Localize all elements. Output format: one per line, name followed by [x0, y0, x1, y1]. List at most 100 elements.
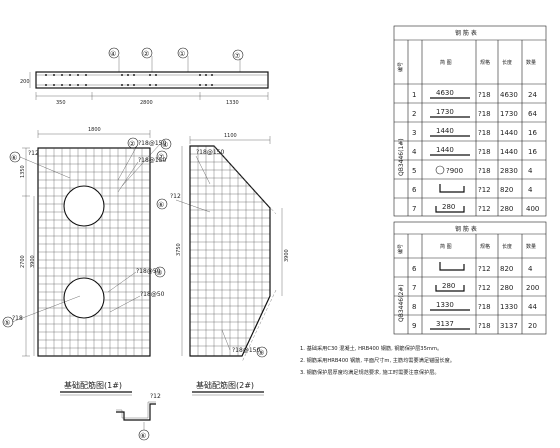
table-cell: ?900 [446, 167, 463, 175]
table-cell: ?18 [478, 91, 491, 99]
rebar-detail: ?12 ⑥ [116, 393, 161, 441]
table2-header-no: 编号 [397, 244, 404, 254]
table-cell: ?18 [478, 322, 491, 330]
dim-350: 350 [56, 100, 66, 106]
table-cell: 280 [442, 282, 455, 290]
plan-2: 1100 3750 [156, 133, 290, 396]
table-cell: 64 [528, 110, 537, 118]
table-cell: 6 [412, 186, 417, 194]
slab-section [35, 71, 269, 89]
plan1-callout-3: ③ [156, 269, 162, 277]
table-cell: 820 [500, 186, 513, 194]
callout-7: ⑦ [234, 52, 240, 60]
table-cell: 5 [412, 167, 416, 175]
dim-thickness: 200 [20, 79, 30, 85]
table-cell: ?18 [478, 167, 491, 175]
plan1-label-18-50-b: ?18@50 [140, 291, 165, 298]
plan2-label-18-150-top: ?18@150 [196, 149, 224, 156]
table-cell: 400 [526, 205, 539, 213]
plan2-label-12: ?12 [170, 193, 181, 200]
note-1: 1. 基础采用C30 混凝土, HRB400 钢筋, 钢筋保护层35mm。 [300, 344, 442, 352]
table-cell: 820 [500, 265, 513, 273]
callout-circle [108, 47, 120, 59]
table1-header-shape: 简 图 [440, 59, 452, 66]
table-cell: 1440 [436, 127, 454, 135]
plan2-callout-6: ⑥ [158, 201, 164, 209]
table2-header-qty: 数量 [526, 243, 536, 250]
table1-header-no: 编号 [397, 62, 404, 72]
detail-callout-6: ⑥ [140, 432, 146, 440]
table-cell: 280 [442, 203, 455, 211]
dim-2800: 2800 [140, 100, 153, 106]
opening-upper [63, 185, 105, 227]
table-cell: 24 [528, 91, 537, 99]
table-cell: 280 [500, 205, 513, 213]
rebar-dots [45, 74, 213, 86]
table-cell: 1330 [500, 303, 518, 311]
plan1-dim-left-1: 1350 [20, 165, 26, 178]
top-section: ④ ② ① ⑦ 200 [20, 47, 269, 106]
plan2-title: 基础配筋图(2#) [196, 380, 254, 390]
table-cell: ?12 [478, 186, 491, 194]
plan1-callout-2: ② [129, 140, 135, 148]
table-cell: ?18 [478, 110, 491, 118]
rebar-table-1: 钢 筋 表 编号 简 图 规格 长度 数量 QB3446(1#) 1 4630 … [393, 25, 547, 217]
plan2-callout-9: ⑨ [258, 349, 264, 357]
plan2-dim-left: 3750 [176, 243, 182, 256]
plan1-callout-6: ⑥ [11, 154, 17, 162]
table1-header-len: 长度 [502, 59, 512, 66]
table-cell: 1 [412, 91, 416, 99]
plan1-grid [38, 148, 150, 356]
table-cell: ?18 [478, 148, 491, 156]
table2-header-shape: 简 图 [440, 243, 452, 250]
table1-header-qty: 数量 [526, 59, 536, 66]
rebar-table-2: 钢 筋 表 编号 简 图 规格 长度 数量 QB3446(2#) 6 ?12 8… [393, 221, 547, 335]
table-cell: 4 [528, 186, 533, 194]
table1-header-spec: 规格 [480, 59, 490, 66]
plan1-callout-4: ④ [162, 141, 168, 149]
plan1-dim-left-3: 3900 [30, 255, 36, 268]
callout-2: ② [143, 50, 149, 58]
table-cell: 16 [528, 129, 537, 137]
table-cell: 1440 [500, 148, 518, 156]
table-cell: 1440 [500, 129, 518, 137]
table-cell: 7 [412, 205, 416, 213]
table-cell: 1330 [436, 301, 454, 309]
table-cell: 4 [528, 265, 533, 273]
table-cell: ?18 [478, 303, 491, 311]
plan1-label-12: ?12 [28, 150, 39, 157]
table2-header-len: 长度 [502, 243, 512, 250]
plan-1: 1800 1350 2700 3900 [2, 127, 172, 396]
table-cell: 20 [528, 322, 537, 330]
table-cell: 280 [500, 284, 513, 292]
plan1-label-18: ?18 [12, 315, 23, 322]
table-cell: 2 [412, 110, 416, 118]
plan2-label-18-150-bottom: ?18@150 [232, 347, 260, 354]
table-cell: 9 [412, 322, 416, 330]
table-cell: 3 [412, 129, 416, 137]
table2-header-spec: 规格 [480, 243, 490, 250]
plan1-callout-7: ⑦ [158, 153, 164, 161]
table2-group-label: QB3446(2#) [398, 284, 405, 322]
table-cell: 7 [412, 284, 416, 292]
table-cell: 6 [412, 265, 417, 273]
table-cell: 4 [412, 148, 417, 156]
table-cell: 4 [528, 167, 533, 175]
plan1-label-18-150-b: ?18@150 [138, 157, 166, 164]
table-cell: 2830 [500, 167, 518, 175]
table-cell: 8 [412, 303, 416, 311]
note-3: 3. 钢筋保护层厚度均满足规范要求, 施工时需要注意保护层。 [300, 368, 440, 376]
table-cell: ?18 [478, 129, 491, 137]
plan2-dim-top: 1100 [224, 133, 237, 139]
dim-1330: 1330 [226, 100, 239, 106]
table-cell: 1730 [500, 110, 518, 118]
plan1-callout-5: ⑤ [4, 319, 10, 327]
table-cell: 3137 [500, 322, 518, 330]
table-cell: 44 [528, 303, 537, 311]
table-cell: ?12 [478, 284, 491, 292]
table-cell: 4630 [436, 89, 454, 97]
table-cell: 200 [526, 284, 539, 292]
table-cell: 3137 [436, 320, 454, 328]
callout-4: ④ [110, 50, 116, 58]
